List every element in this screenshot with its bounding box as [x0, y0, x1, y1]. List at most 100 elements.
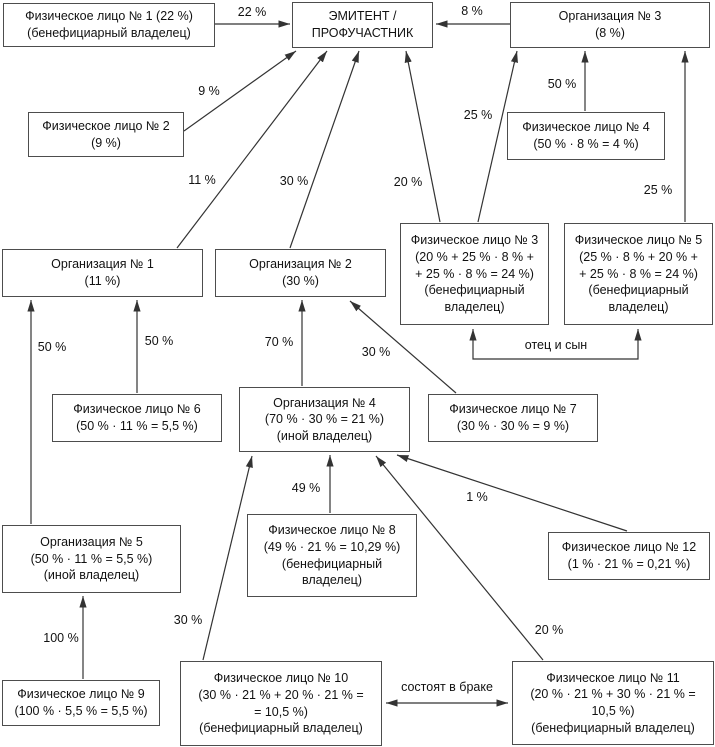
node-fiz6-text: Физическое лицо № 6 [73, 402, 201, 417]
node-fiz3-text: + 25 % · 8 % = 24 %) [415, 266, 534, 281]
edge-label-fiz10-org4: 30 % [173, 613, 203, 627]
node-org3: Организация № 3 (8 %) [510, 2, 710, 48]
node-fiz2-text: (9 %) [91, 135, 121, 150]
edge-label-org4-org2: 70 % [264, 335, 294, 349]
node-fiz1-text: (бенефициарный владелец) [27, 26, 191, 40]
edge-label-fiz8-org4: 49 % [291, 481, 321, 495]
node-fiz10-text: Физическое лицо № 10 [213, 671, 349, 686]
node-fiz7: Физическое лицо № 7 (30 % · 30 % = 9 %) [428, 394, 598, 442]
edge-fiz12-org4 [396, 454, 628, 532]
node-org1-text: (11 %) [84, 274, 121, 288]
node-fiz3-text: владелец) [444, 299, 505, 314]
node-org1-text: Организация № 1 [51, 257, 154, 272]
node-fiz10-text: (бенефициарный владелец) [199, 721, 363, 736]
node-fiz1: Физическое лицо № 1 (22 %) (бенефициарный… [3, 3, 215, 47]
edge-fiz11-org4 [375, 455, 544, 661]
node-fiz9-text: (100 % · 5,5 % = 5,5 %) [14, 704, 148, 718]
edge-fiz3-org3 [477, 50, 518, 223]
edge-label-fiz12-org4: 1 % [466, 490, 488, 504]
node-emitent-text: ЭМИТЕНТ / [328, 9, 397, 24]
node-org2: Организация № 2 (30 %) [215, 249, 386, 297]
node-org5-text: (50 % · 11 % = 5,5 %) [30, 551, 153, 566]
edge-label-fiz1-emitent: 22 % [237, 5, 267, 19]
edge-label-fiz9-org5: 100 % [43, 631, 79, 645]
node-org3-text: (8 %) [595, 26, 625, 40]
node-fiz6: Физическое лицо № 6 (50 % · 11 % = 5,5 %) [52, 394, 222, 442]
node-fiz6-text: (50 % · 11 % = 5,5 %) [76, 419, 198, 433]
node-fiz10: Физическое лицо № 10(30 % · 21 % + 20 % … [180, 661, 382, 746]
node-org2-text: Организация № 2 [249, 257, 352, 272]
node-fiz12-text: Физическое лицо № 12 [561, 540, 697, 555]
node-org1: Организация № 1 (11 %) [2, 249, 203, 297]
node-fiz7-text: Физическое лицо № 7 [449, 402, 577, 417]
edge-org2-emitent [289, 50, 360, 249]
node-fiz5-text: владелец) [608, 299, 669, 314]
edge-label-org2-emitent: 30 % [279, 174, 309, 188]
node-fiz8-text: Физическое лицо № 8 [268, 523, 396, 538]
edge-label-fiz6-org1: 50 % [144, 334, 174, 348]
node-fiz1-text: Физическое лицо № 1 (22 %) [25, 9, 193, 24]
edge-label-org5-org1: 50 % [37, 340, 67, 354]
node-org5-text: Организация № 5 [40, 535, 143, 550]
edge-label-fiz5-org3: 25 % [643, 183, 673, 197]
node-fiz11: Физическое лицо № 11 (20 % · 21 % + 30 % … [512, 661, 714, 745]
node-fiz5-text: + 25 % · 8 % = 24 %) [579, 266, 698, 281]
node-org5: Организация № 5(50 % · 11 % = 5,5 %) (ино… [2, 525, 181, 593]
node-fiz4-text: Физическое лицо № 4 [522, 120, 650, 135]
node-fiz3-text: Физическое лицо № 3 [410, 233, 539, 248]
edge-label-fiz3-fiz5-father-son: отец и сын [524, 338, 588, 352]
edge-label-fiz3-org3: 25 % [463, 108, 493, 122]
node-fiz4: Физическое лицо № 4 (50 % · 8 % = 4 %) [507, 112, 665, 160]
node-fiz11-text: Физическое лицо № 11 [546, 670, 680, 685]
node-fiz5-text: Физическое лицо № 5 [574, 233, 703, 248]
node-org4-text: (70 % · 30 % = 21 %) [264, 412, 385, 427]
edge-label-fiz11-org4: 20 % [534, 623, 564, 637]
node-fiz9: Физическое лицо № 9 (100 % · 5,5 % = 5,5 … [2, 680, 160, 726]
node-org3-text: Организация № 3 [558, 9, 662, 24]
node-fiz11-text: (бенефициарный владелец) [531, 720, 695, 735]
edge-fiz3-fiz5-father-son [469, 329, 642, 360]
edge-fiz10-org4 [202, 455, 253, 661]
edge-fiz2-emitent [183, 50, 297, 132]
node-org4-text: Организация № 4 [273, 395, 376, 410]
node-fiz8-text: (бенефициарный [281, 556, 383, 571]
edge-label-org3-emitent: 8 % [461, 4, 483, 18]
node-fiz4-text: (50 % · 8 % = 4 %) [533, 137, 639, 151]
node-fiz8-text: владелец) [302, 573, 362, 588]
edge-label-fiz10-fiz11-marriage: состоят в браке [401, 680, 493, 694]
node-fiz3-text: (бенефициарный [424, 283, 525, 298]
node-fiz8-text: (49 % · 21 % = 10,29 %) [263, 539, 401, 554]
node-emitent: ЭМИТЕНТ / ПРОФУЧАСТНИК [292, 2, 433, 48]
node-fiz12-text: (1 % · 21 % = 0,21 %) [567, 557, 691, 571]
node-org5-text: (иной владелец) [43, 568, 140, 583]
node-fiz5-text: (бенефициарный [588, 283, 689, 298]
node-org2-text: (30 %) [282, 274, 319, 288]
edge-label-org1-emitent: 11 % [188, 173, 216, 187]
node-fiz11-text: 10,5 %) [591, 704, 635, 718]
node-fiz10-text: = 10,5 %) [254, 704, 308, 719]
node-fiz8: Физическое лицо № 8(49 % · 21 % = 10,29 … [247, 514, 417, 597]
node-fiz5-text: (25 % · 8 % + 20 % + [579, 250, 698, 265]
edge-label-fiz2-emitent: 9 % [198, 84, 220, 98]
node-fiz3-text: (20 % + 25 % · 8 % + [415, 250, 534, 265]
node-fiz5: Физическое лицо № 5 (25 % · 8 % + 20 % ++… [564, 223, 713, 325]
edge-org1-emitent [176, 50, 328, 249]
node-fiz10-text: (30 % · 21 % + 20 % · 21 % = [198, 687, 364, 702]
edge-fiz3-emitent [404, 50, 441, 223]
edges-group [27, 20, 689, 707]
edge-label-fiz4-org3: 50 % [547, 77, 577, 91]
node-fiz2-text: Физическое лицо № 2 [42, 118, 170, 133]
node-fiz11-text: (20 % · 21 % + 30 % · 21 % = [530, 687, 696, 702]
node-fiz7-text: (30 % · 30 % = 9 %) [456, 419, 570, 433]
node-fiz9-text: Физическое лицо № 9 [17, 687, 145, 702]
node-fiz2: Физическое лицо № 2 (9 %) [28, 112, 184, 157]
node-emitent-text: ПРОФУЧАСТНИК [311, 26, 414, 40]
node-org4-text: (иной владелец) [276, 428, 373, 443]
node-fiz3: Физическое лицо № 3 (20 % + 25 % · 8 % ++… [400, 223, 549, 325]
edge-fiz7-org2 [349, 300, 457, 394]
node-org4: Организация № 4 (70 % · 30 % = 21 %)(иной… [239, 387, 410, 452]
node-fiz12: Физическое лицо № 12 (1 % · 21 % = 0,21 %… [548, 532, 710, 580]
edge-label-fiz3-emitent: 20 % [393, 175, 423, 189]
